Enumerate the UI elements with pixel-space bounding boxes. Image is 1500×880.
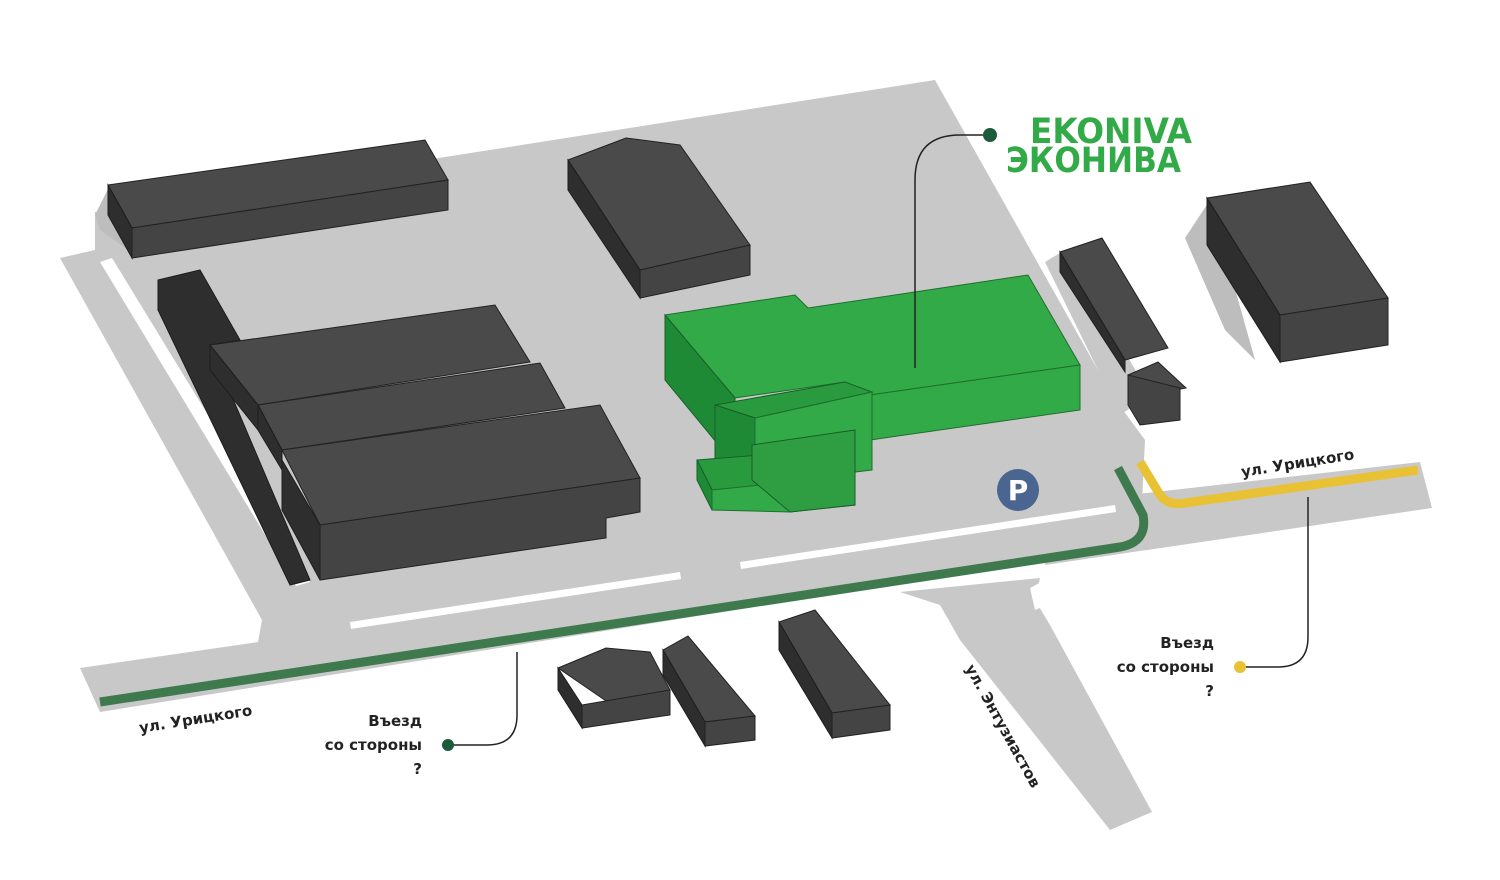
logo-leader-dot <box>983 128 997 142</box>
street-label-uritskogo-left: ул. Урицкого <box>138 701 254 737</box>
entry-yellow-line2: со стороны <box>1117 658 1214 676</box>
entry-callout-green: Въезд со стороны ? <box>325 652 518 778</box>
side-lot-right <box>1045 250 1150 415</box>
entry-green-line1: Въезд <box>368 712 422 730</box>
road-entuziastov <box>900 578 1152 830</box>
parking-sign: P <box>997 469 1039 511</box>
entry-green-line3: ? <box>413 760 422 778</box>
logo-cyrillic: ЭКОНИВА <box>1006 141 1181 181</box>
ekoniva-building <box>664 274 1081 513</box>
entry-yellow-line1: Въезд <box>1160 634 1214 652</box>
route-green <box>99 465 1149 707</box>
logo-latin: EKONIVA <box>1030 112 1192 152</box>
logo-leader-line <box>914 134 990 368</box>
entry-yellow-line3: ? <box>1205 682 1214 700</box>
buildings-neighbors <box>95 137 1389 748</box>
entry-green-line2: со стороны <box>325 736 422 754</box>
entry-callout-yellow: Въезд со стороны ? <box>1117 497 1309 700</box>
parking-symbol: P <box>1008 474 1029 507</box>
route-yellow <box>1136 459 1419 509</box>
